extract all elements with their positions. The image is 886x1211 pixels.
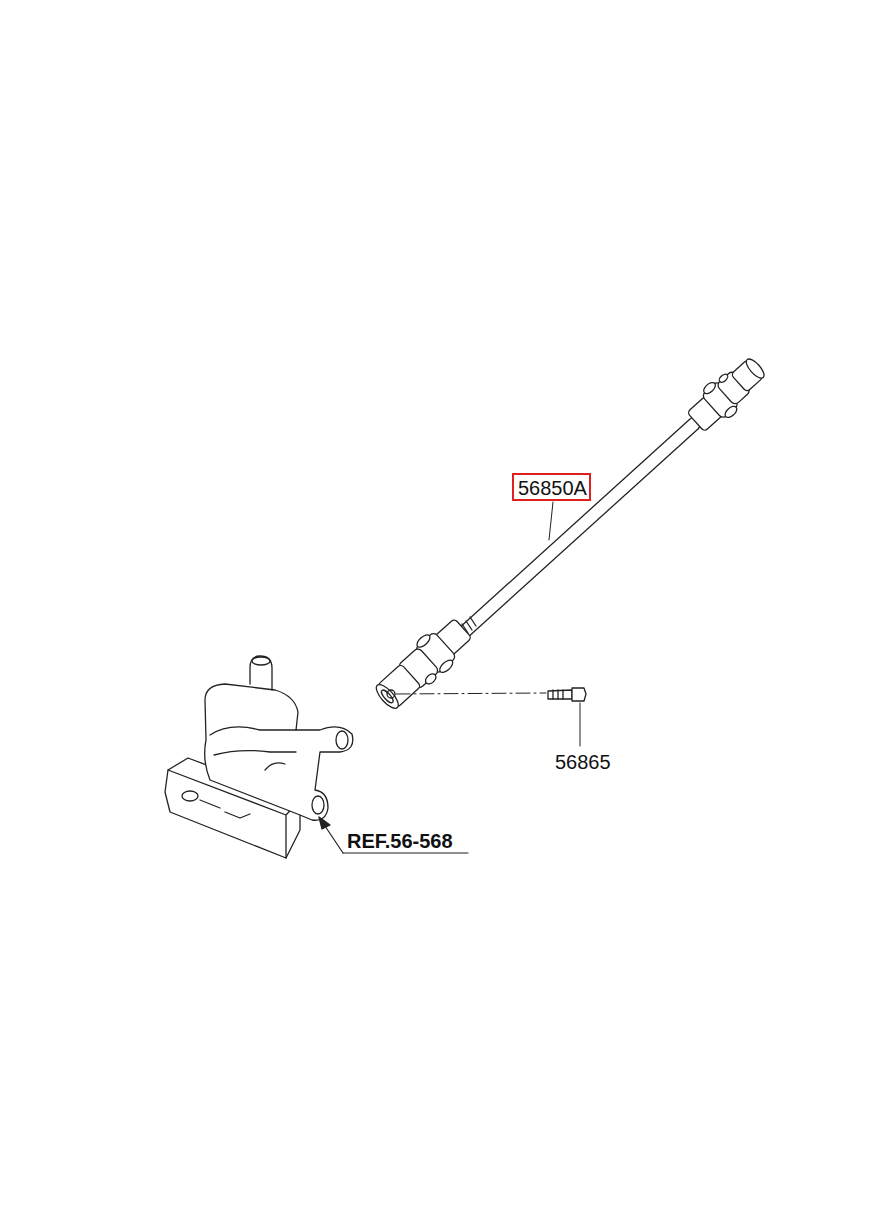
part-number-box: 56850A (512, 473, 591, 501)
callout-number: 56865 (555, 751, 611, 773)
part-number: 56850A (518, 477, 585, 499)
reference-label: REF.56-568 (347, 830, 453, 852)
